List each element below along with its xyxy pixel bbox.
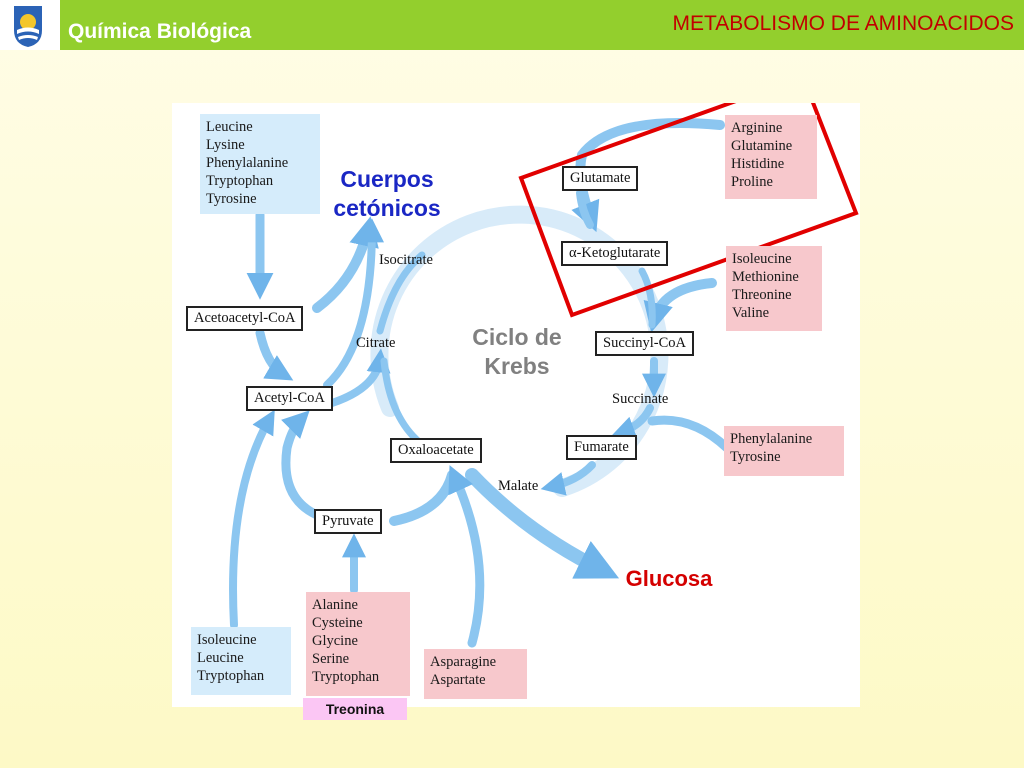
oxaloacetate-box: Oxaloacetate	[390, 438, 482, 463]
pathway-arrows	[229, 103, 859, 648]
highlight-box	[518, 103, 859, 318]
arrow-oxaloacetate-to-pyruvate	[389, 470, 457, 526]
citrate-label: Citrate	[356, 335, 396, 351]
shield-logo-icon	[14, 6, 42, 47]
arrow-glutamate-to-akg	[576, 189, 594, 229]
arrow-acetyl-family	[229, 409, 275, 629]
malate-label: Malate	[498, 478, 539, 494]
arrow-to-ketone-bodies	[312, 216, 379, 313]
fumarate-box: Fumarate	[566, 435, 637, 460]
pyruvate-box: Pyruvate	[314, 509, 382, 534]
arrow-citrate-to-isocitrate	[376, 251, 426, 335]
succinyl-coa-box: Succinyl-CoA	[595, 331, 694, 356]
succinate-label: Succinate	[612, 391, 669, 407]
slide-title: METABOLISMO DE AMINOACIDOS	[672, 12, 1015, 35]
arrow-acetoacetyl-to-acetylcoa	[255, 328, 294, 381]
alpha-ketoglutarate-box: α-Ketoglutarate	[561, 241, 669, 266]
arrow-succinate-to-fumarate	[610, 404, 654, 440]
arrow-acetylcoa-to-citrate	[328, 348, 391, 407]
isocitrate-label: Isocitrate	[379, 252, 433, 268]
course-title: Química Biológica	[68, 20, 252, 43]
arrow-succinyl-family	[643, 278, 717, 333]
university-logo	[0, 0, 60, 50]
arrow-fumarate-to-malate	[540, 461, 596, 496]
arrow-akg-to-succinyl	[638, 267, 656, 329]
arrow-pyruvate-to-acetylcoa	[280, 410, 322, 520]
acetyl-coa-box: Acetyl-CoA	[246, 386, 333, 411]
arrow-acetylcoa-to-ketone	[323, 218, 384, 389]
arrow-fumarate-family	[647, 415, 732, 453]
acetoacetyl-coa-box: Acetoacetyl-CoA	[186, 306, 304, 331]
glutamate-box: Glutamate	[562, 166, 639, 191]
header-bar: Química Biológica METABOLISMO DE AMINOAC…	[0, 0, 1024, 50]
glucose-label: Glucosa	[625, 566, 713, 591]
arrow-asparagine-family	[448, 465, 485, 648]
threonine-note: Treonina	[303, 698, 407, 720]
arrow-to-glucose	[465, 468, 620, 579]
arrow-oxaloacetate-to-citrate	[380, 357, 431, 452]
